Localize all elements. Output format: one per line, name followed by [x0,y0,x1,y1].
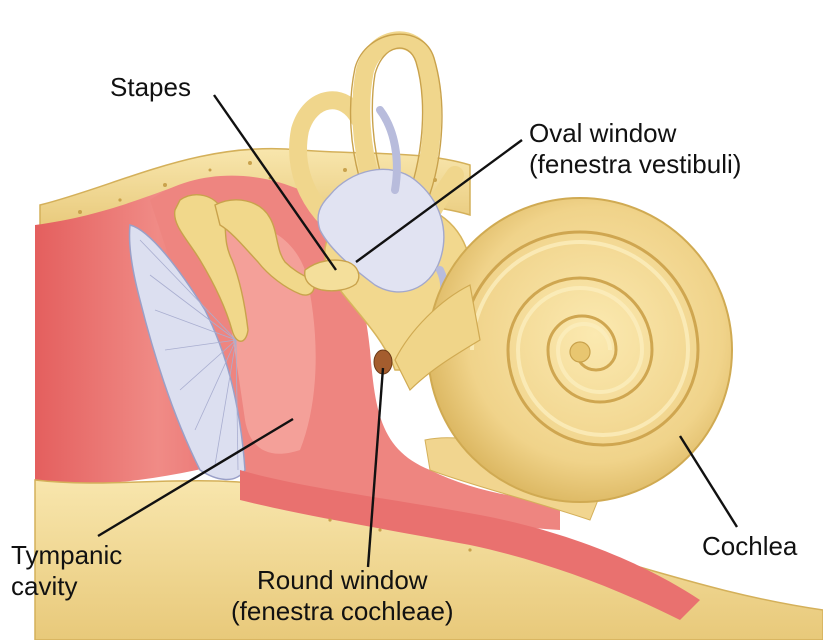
cochlea-label-text: Cochlea [702,531,797,562]
round-window-label-line1: Round window [231,565,454,596]
oval-window-label-line1: Oval window [529,118,741,149]
tympanic-cavity-label-line1: Tympanic [11,540,122,571]
oval-window-label: Oval window (fenestra vestibuli) [529,118,741,180]
cochlea [428,198,732,502]
round-window-label: Round window (fenestra cochleae) [231,565,454,627]
stapes-label: Stapes [110,72,191,103]
cochlea-leader [680,436,737,527]
tympanic-cavity-label: Tympanic cavity [11,540,122,602]
oval-window-label-line2: (fenestra vestibuli) [529,149,741,180]
tympanic-cavity-label-line2: cavity [11,571,122,602]
cochlea-label: Cochlea [702,531,797,562]
round-window-label-line2: (fenestra cochleae) [231,596,454,627]
stapes-label-text: Stapes [110,72,191,103]
